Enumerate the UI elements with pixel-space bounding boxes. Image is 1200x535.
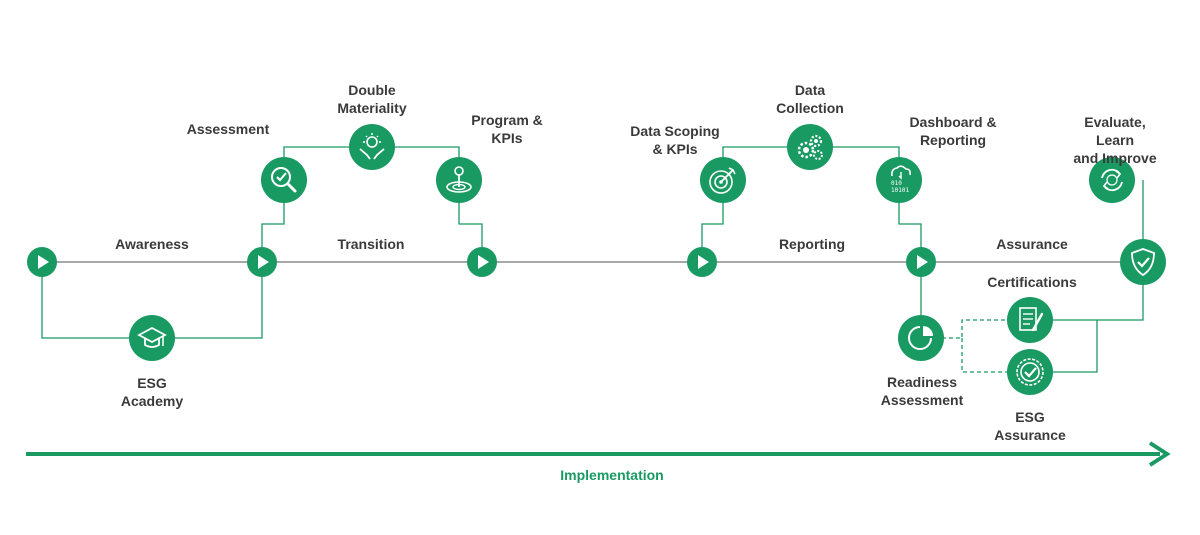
play-node-transition[interactable] xyxy=(247,247,277,277)
label-assessment: Assessment xyxy=(186,121,270,137)
label-certifications: Certifications xyxy=(987,274,1077,290)
phase-transition: Transition xyxy=(337,236,405,252)
play-node-reporting[interactable] xyxy=(906,247,936,277)
svg-text:10101: 10101 xyxy=(891,187,909,194)
label-esg-assurance: ESG Assurance xyxy=(994,409,1066,443)
label-double-materiality: Double Materiality xyxy=(337,82,407,116)
lightbulb-hands-icon[interactable] xyxy=(349,124,395,170)
label-data-scoping: Data Scoping & KPIs xyxy=(630,123,720,157)
label-program-kpis: Program & KPIs xyxy=(471,112,543,146)
shield-check-icon[interactable] xyxy=(1120,239,1166,285)
phase-assurance: Assurance xyxy=(996,236,1068,252)
cloud-binary-icon[interactable]: 010 10101 xyxy=(876,157,922,203)
label-esg-academy: ESG Academy xyxy=(120,375,184,409)
connector-lines xyxy=(41,146,1144,373)
play-node-data-scoping[interactable] xyxy=(687,247,717,277)
label-readiness-assessment: Readiness Assessment xyxy=(880,374,964,408)
gears-icon[interactable] xyxy=(787,124,833,170)
phase-awareness: Awareness xyxy=(115,236,189,252)
implementation-label: Implementation xyxy=(560,467,664,483)
certificate-icon[interactable] xyxy=(1007,297,1053,343)
cycle-arrows-icon[interactable] xyxy=(1089,157,1135,203)
play-node-program[interactable] xyxy=(467,247,497,277)
label-data-collection: Data Collection xyxy=(776,82,844,116)
magnifier-check-icon[interactable] xyxy=(261,157,307,203)
phase-reporting: Reporting xyxy=(778,236,846,252)
svg-text:010: 010 xyxy=(891,180,902,187)
implementation-arrow xyxy=(26,441,1171,467)
pie-chart-icon[interactable] xyxy=(898,315,944,361)
target-arrow-icon[interactable] xyxy=(700,157,746,203)
graduation-cap-icon[interactable] xyxy=(129,315,175,361)
badge-check-icon[interactable] xyxy=(1007,349,1053,395)
target-stack-icon[interactable] xyxy=(436,157,482,203)
label-evaluate: Evaluate, Learn and Improve xyxy=(1073,114,1157,166)
label-dashboard-reporting: Dashboard & Reporting xyxy=(909,114,997,148)
play-node-start[interactable] xyxy=(27,247,57,277)
